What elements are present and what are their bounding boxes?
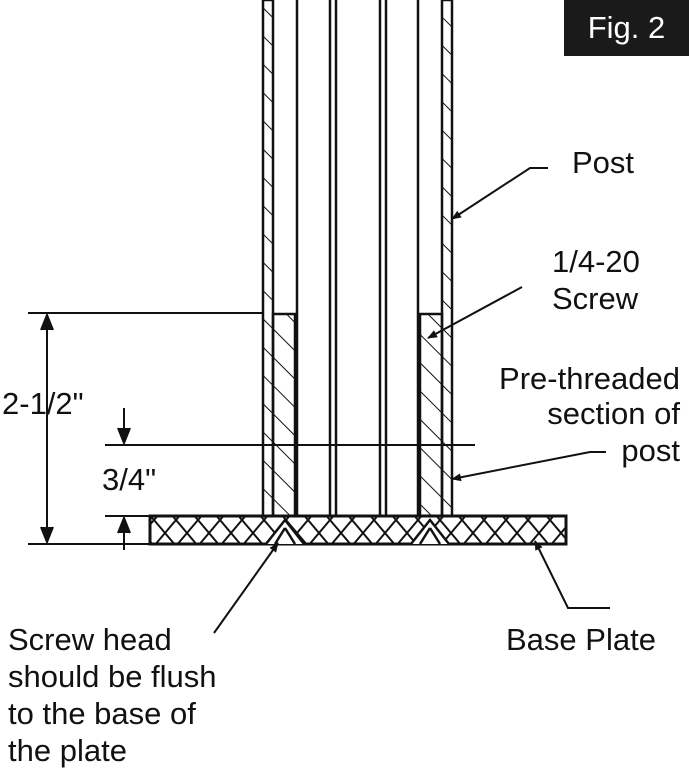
screw bbox=[265, 0, 450, 545]
post-tube bbox=[261, 0, 454, 518]
dimension-lower-label: 3/4" bbox=[102, 462, 157, 497]
base-plate bbox=[148, 514, 568, 546]
dimension-lines bbox=[28, 312, 475, 550]
leader-lines bbox=[213, 167, 610, 634]
screw-label-line1: 1/4-20 bbox=[552, 244, 640, 279]
base-plate-label: Base Plate bbox=[506, 622, 656, 657]
note-line1: Screw head bbox=[8, 622, 172, 657]
post-label: Post bbox=[572, 145, 635, 180]
note-line2: should be flush bbox=[8, 659, 217, 694]
prethreaded-label-line2: section of bbox=[547, 396, 680, 431]
figure-number-badge: Fig. 2 bbox=[564, 0, 689, 56]
prethreaded-section bbox=[271, 312, 444, 518]
dimension-overall-label: 2-1/2" bbox=[2, 386, 84, 421]
note-line4: the plate bbox=[8, 733, 127, 768]
prethreaded-label-line1: Pre-threaded bbox=[499, 361, 680, 396]
prethreaded-label-line3: post bbox=[621, 433, 680, 468]
screw-label-line2: Screw bbox=[552, 281, 639, 316]
note-line3: to the base of bbox=[8, 696, 196, 731]
